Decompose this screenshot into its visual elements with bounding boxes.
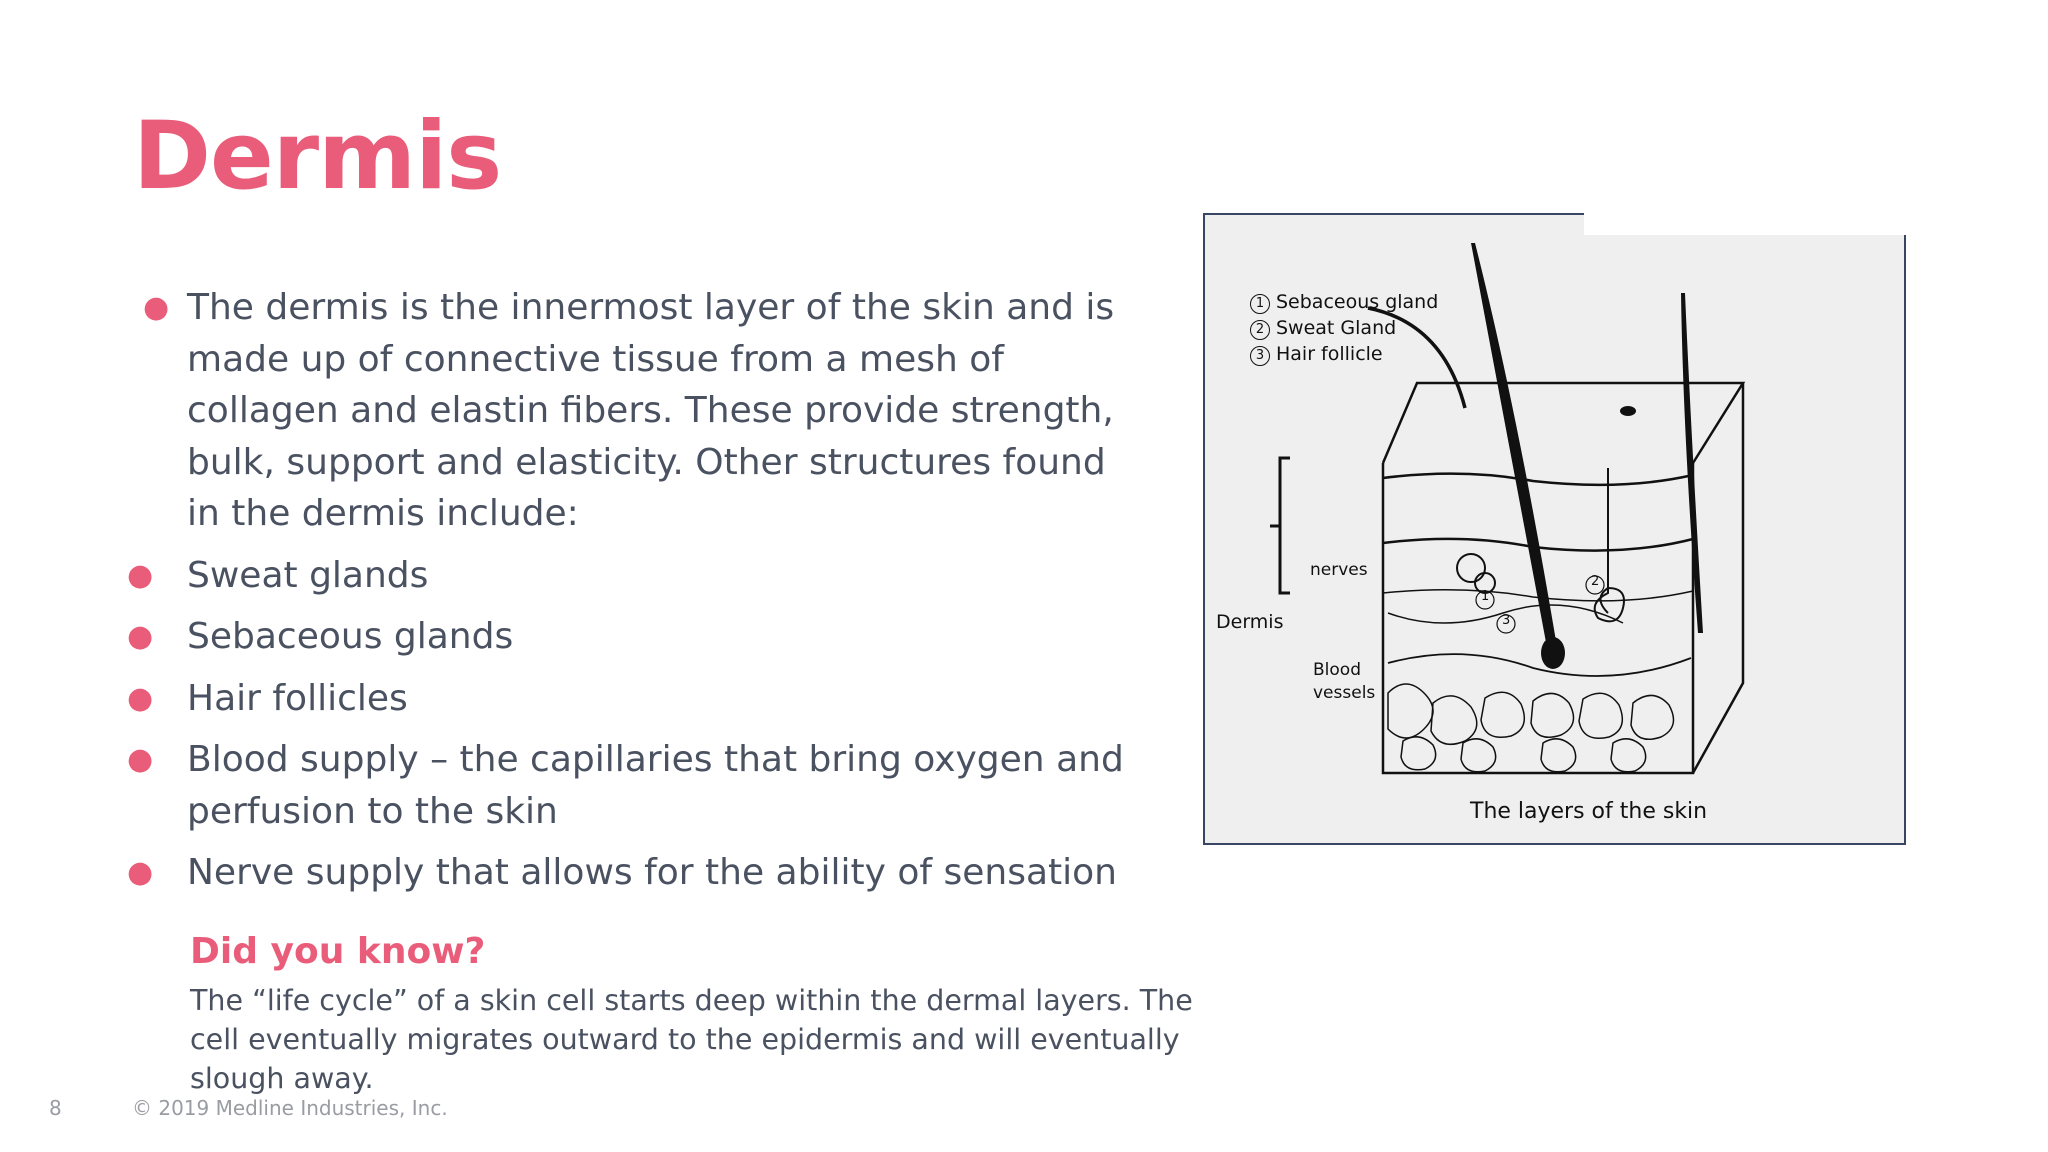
- bullet-list: ● The dermis is the innermost layer of th…: [127, 282, 1147, 909]
- bullet-dot-icon: ●: [127, 619, 154, 654]
- bullet-item: ● Blood supply – the capillaries that bri…: [127, 734, 1147, 837]
- bullet-dot-icon: ●: [143, 290, 170, 325]
- legend-item-sweat: 2 Sweat Gland: [1250, 315, 1438, 341]
- figure-notch: [1584, 210, 1909, 235]
- blood-vessels-label-line1: Blood: [1313, 660, 1361, 680]
- figure-caption: The layers of the skin: [1470, 799, 1708, 824]
- number-badge: 2: [1250, 320, 1270, 340]
- marker-1-label: 1: [1481, 589, 1490, 604]
- bullet-item: ● The dermis is the innermost layer of th…: [127, 282, 1147, 540]
- number-badge: 3: [1250, 346, 1270, 366]
- legend-label: Sebaceous gland: [1276, 291, 1439, 313]
- bullet-dot-icon: ●: [127, 557, 154, 593]
- bullet-text: Sebaceous glands: [187, 616, 514, 657]
- bullet-text: The dermis is the innermost layer of the…: [187, 287, 1115, 534]
- bullet-text: Nerve supply that allows for the ability…: [187, 852, 1117, 893]
- bullet-dot-icon: ●: [127, 742, 154, 777]
- bullet-text: Sweat glands: [187, 554, 429, 596]
- bullet-text: Hair follicles: [187, 677, 408, 719]
- number-badge: 1: [1250, 294, 1270, 314]
- bullet-item: ● Sweat glands: [127, 550, 1147, 602]
- page-number: 8: [49, 1096, 62, 1120]
- copyright-text: © 2019 Medline Industries, Inc.: [132, 1096, 448, 1120]
- did-you-know-title: Did you know?: [190, 931, 486, 972]
- legend-label: Hair follicle: [1276, 343, 1383, 365]
- bullet-text: Blood supply – the capillaries that brin…: [187, 739, 1124, 832]
- blood-vessels-label-line2: vessels: [1313, 683, 1376, 703]
- legend-item-hair: 3 Hair follicle: [1250, 341, 1438, 367]
- marker-3-label: 3: [1502, 613, 1511, 628]
- figure-legend: 1 Sebaceous gland 2 Sweat Gland 3 Hair foll…: [1250, 289, 1438, 367]
- marker-2-label: 2: [1591, 574, 1600, 589]
- bullet-item: ● Hair follicles: [127, 673, 1147, 725]
- dermis-label: Dermis: [1216, 611, 1284, 633]
- legend-item-sebaceous: 1 Sebaceous gland: [1250, 289, 1438, 315]
- bullet-item: ● Sebaceous glands: [127, 611, 1147, 663]
- bullet-dot-icon: ●: [127, 680, 154, 716]
- skin-layers-figure: [1203, 213, 1906, 845]
- nerves-label: nerves: [1310, 560, 1368, 580]
- did-you-know-text: The “life cycle” of a skin cell starts d…: [190, 984, 1193, 1095]
- bullet-dot-icon: ●: [127, 855, 154, 890]
- bullet-item: ● Nerve supply that allows for the abilit…: [127, 847, 1147, 899]
- legend-label: Sweat Gland: [1276, 317, 1397, 339]
- slide-title: Dermis: [133, 102, 502, 211]
- skin-cross-section-illustration: [1270, 243, 1746, 775]
